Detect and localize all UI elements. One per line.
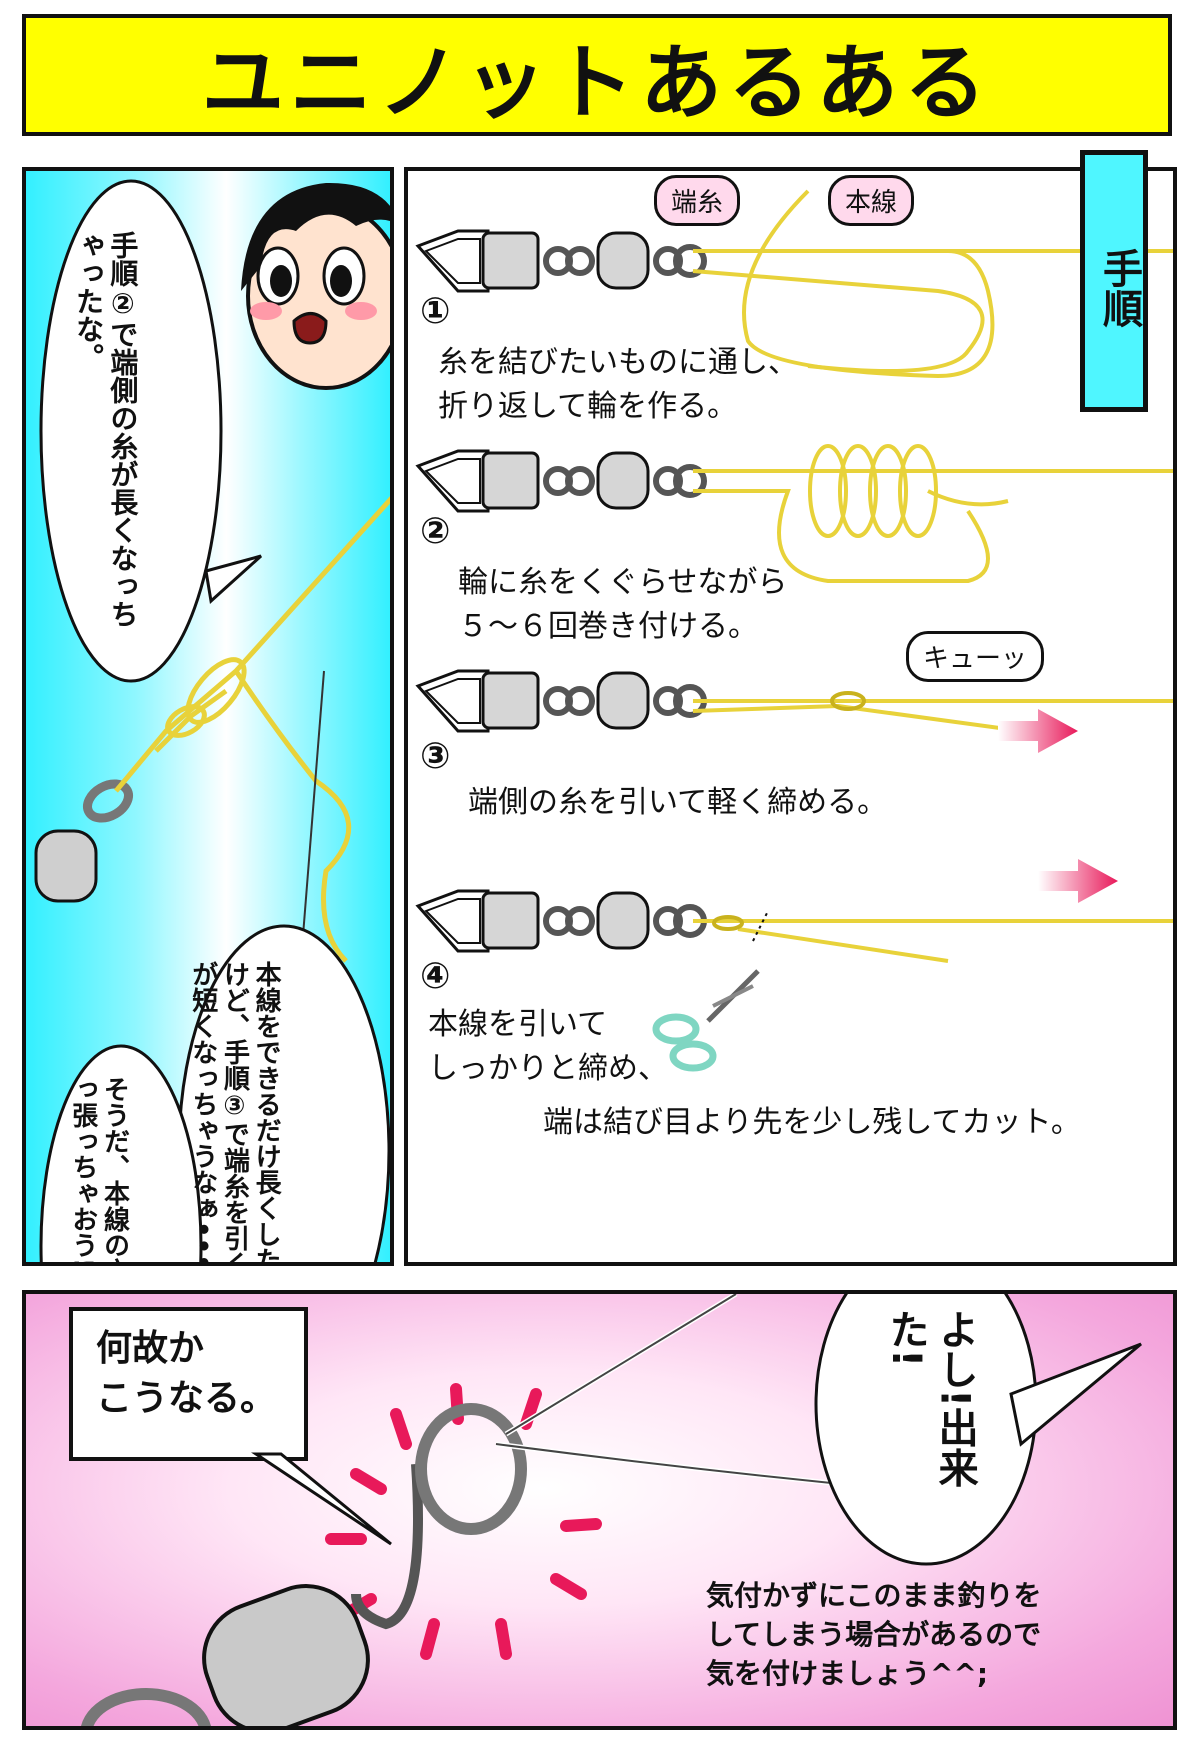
tejun-label: 手順 xyxy=(1080,150,1148,412)
swivel-closeup xyxy=(80,1403,527,1726)
step2-line xyxy=(693,444,1173,583)
step4-line xyxy=(693,915,1173,963)
step1-text: 糸を結びたいものに通し、 折り返して輪を作る。 xyxy=(438,345,798,424)
fishing-line-knot xyxy=(114,496,390,963)
step3-line xyxy=(692,691,1173,738)
bubble-text-top: 手順②で端側の糸が長くなっちゃったな。 xyxy=(72,231,140,628)
step3-number: ③ xyxy=(420,736,451,777)
warning-note: 気付かずにこのまま釣りを してしまう場合があるので 気を付けましょう^^; xyxy=(706,1579,1042,1691)
boy-character xyxy=(241,182,390,390)
panel-steps: 端糸 本線 キューッ ① 糸を結びたいものに通し、 折り返して輪を作る。 ② 輪… xyxy=(404,167,1177,1266)
speech-bubble-low xyxy=(39,1044,203,1262)
caption-box-frame xyxy=(69,1307,308,1461)
step3-text: 端側の糸を引いて軽く締める。 xyxy=(468,785,888,820)
label-hashi-ito: 端糸 xyxy=(654,175,741,226)
bubble-text-low: そうだ、本線の方を引っ張っちゃおう! xyxy=(67,1076,130,1266)
bubble-text-right: よし!出来た! xyxy=(882,1309,978,1488)
page-title-banner: ユニノットあるある xyxy=(22,14,1172,136)
label-kyuu-sfx: キューッ xyxy=(906,631,1045,682)
panel-bottom-result: 何故か こうなる。 よし!出来た! 気付かずにこのまま釣りを してしまう場合があ… xyxy=(22,1290,1177,1730)
bubble-text-mid: 本線をできるだけ長くしたいんだけど、手順③で端糸を引くと本線が短くなっちゃうなぁ… xyxy=(187,961,282,1266)
scissors-icon xyxy=(652,910,769,1072)
step4-text: 本線を引いて しっかりと締め、 xyxy=(428,1007,668,1086)
panel-left-art xyxy=(34,179,390,1262)
label-honsen: 本線 xyxy=(828,175,915,226)
pull-arrow-1 xyxy=(998,709,1078,753)
step2-number: ② xyxy=(420,511,451,552)
step4-text-cut: 端は結び目より先を少し残してカット。 xyxy=(543,1105,1081,1140)
step2-text: 輪に糸をくぐらせながら ５～６回巻き付ける。 xyxy=(458,565,788,644)
step1-number: ① xyxy=(420,291,451,332)
panel-left-character: 手順②で端側の糸が長くなっちゃったな。 本線をできるだけ長くしたいんだけど、手順… xyxy=(22,167,394,1266)
result-illustration xyxy=(69,1294,1142,1726)
steps-illustrations xyxy=(408,189,1173,1072)
swivel-illustration xyxy=(34,779,133,903)
speech-bubble-top xyxy=(39,179,223,683)
snap-swivel xyxy=(415,229,707,293)
page-title: ユニノットあるある xyxy=(201,35,993,131)
caption-box-text: 何故か こうなる。 xyxy=(96,1328,277,1420)
pull-arrow-2 xyxy=(1038,859,1118,903)
step4-number: ④ xyxy=(420,956,451,997)
